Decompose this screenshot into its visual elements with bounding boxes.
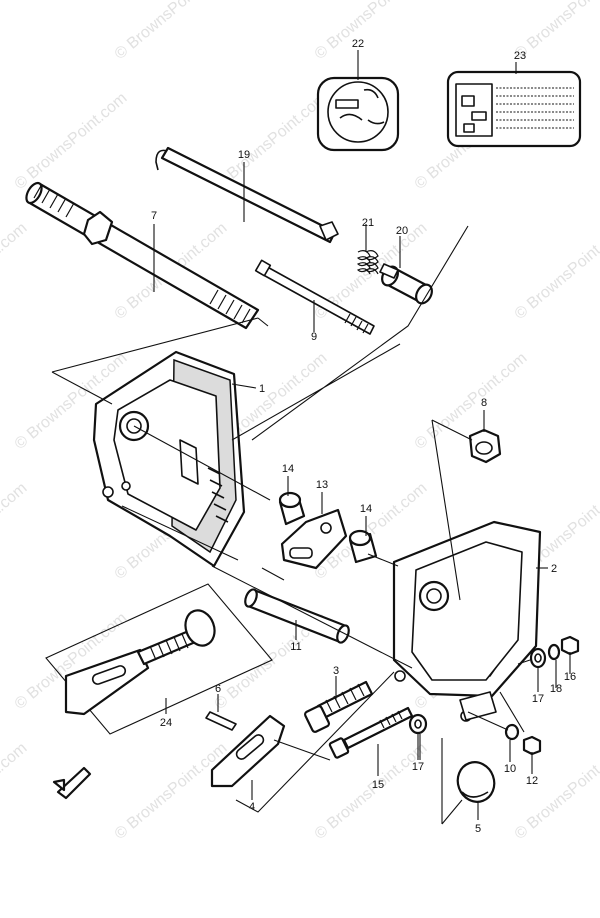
callout-23[interactable]: 23 [514,50,526,62]
watermark-text: © BrownsPoint.com [312,0,431,63]
forward-arrow-icon [52,766,92,800]
part-11-tube[interactable] [243,588,351,644]
callout-10[interactable]: 10 [504,763,516,775]
callout-14-left[interactable]: 14 [282,463,294,475]
part-24-thumb-screw[interactable] [45,583,273,735]
callout-11[interactable]: 11 [290,641,301,653]
part-12-nut[interactable] [522,735,542,756]
callout-19[interactable]: 19 [238,149,250,161]
callout-21[interactable]: 21 [362,217,374,229]
callout-2[interactable]: 2 [551,563,557,575]
callout-7[interactable]: 7 [151,210,157,222]
callout-17-upper[interactable]: 17 [532,693,544,705]
watermark-text: © BrownsPoint.com [0,0,30,63]
part-2-clamp-bracket[interactable] [392,520,542,722]
watermark-text: © BrownsPoint.com [0,220,30,323]
callout-labels: 22 23 19 7 21 20 9 1 8 14 13 14 2 11 3 1… [151,38,576,835]
callout-5[interactable]: 5 [475,823,481,835]
callout-17-lower[interactable]: 17 [412,761,424,773]
part-7-shaft[interactable] [23,180,260,330]
part-15-bolt[interactable] [328,706,414,759]
part-20-pin[interactable] [379,263,435,306]
assembly-lines [51,225,531,825]
part-22-decal[interactable] [316,76,400,152]
callout-14-right[interactable]: 14 [360,503,372,515]
callout-13[interactable]: 13 [316,479,328,491]
callout-22[interactable]: 22 [352,38,364,50]
watermark-text: © BrownsPoint.com [512,220,600,323]
part-18-washer[interactable] [547,643,561,661]
part-23-label[interactable] [446,70,582,148]
part-5-cap[interactable] [452,757,500,807]
part-17-washer-lower[interactable] [408,713,428,735]
callout-leaders [153,50,571,820]
callout-16[interactable]: 16 [564,671,576,683]
watermark-text: © BrownsPoint.com [112,740,231,843]
callout-18[interactable]: 18 [550,683,562,695]
part-13-plate[interactable] [280,508,348,570]
watermark-text: © BrownsPoint.com [0,480,30,583]
part-14-bushing-left[interactable] [278,491,306,526]
watermark-text: © BrownsPoint.com [12,90,131,193]
callout-8[interactable]: 8 [481,397,487,409]
part-19-rod[interactable] [155,146,339,244]
watermark-text: © BrownsPoint.com [312,740,431,843]
watermark-text: © BrownsPoint.com [112,0,231,63]
callout-24[interactable]: 24 [160,717,172,729]
part-9-rod[interactable] [254,259,375,335]
watermark-text: © BrownsPoint.com [512,740,600,843]
part-10-washer[interactable] [504,723,520,741]
part-16-nut[interactable] [560,635,580,656]
callout-12[interactable]: 12 [526,775,538,787]
watermark-text: © BrownsPoint.com [0,740,30,843]
part-17-washer-upper[interactable] [529,647,547,669]
part-4-clamp-pad[interactable] [210,714,286,788]
part-1-clamp-bracket[interactable] [92,350,246,568]
part-8-nut[interactable] [468,428,502,464]
part-6-pin[interactable] [205,711,237,731]
callout-4[interactable]: 4 [249,801,255,813]
callout-15[interactable]: 15 [372,779,384,791]
callout-1[interactable]: 1 [259,383,265,395]
callout-6[interactable]: 6 [215,683,221,695]
watermark-text: © BrownsPoint.com [212,90,331,193]
part-21-spring[interactable] [356,250,379,275]
callout-9[interactable]: 9 [311,331,317,343]
callout-3[interactable]: 3 [333,665,339,677]
callout-20[interactable]: 20 [396,225,408,237]
part-3-screw[interactable] [304,680,374,733]
